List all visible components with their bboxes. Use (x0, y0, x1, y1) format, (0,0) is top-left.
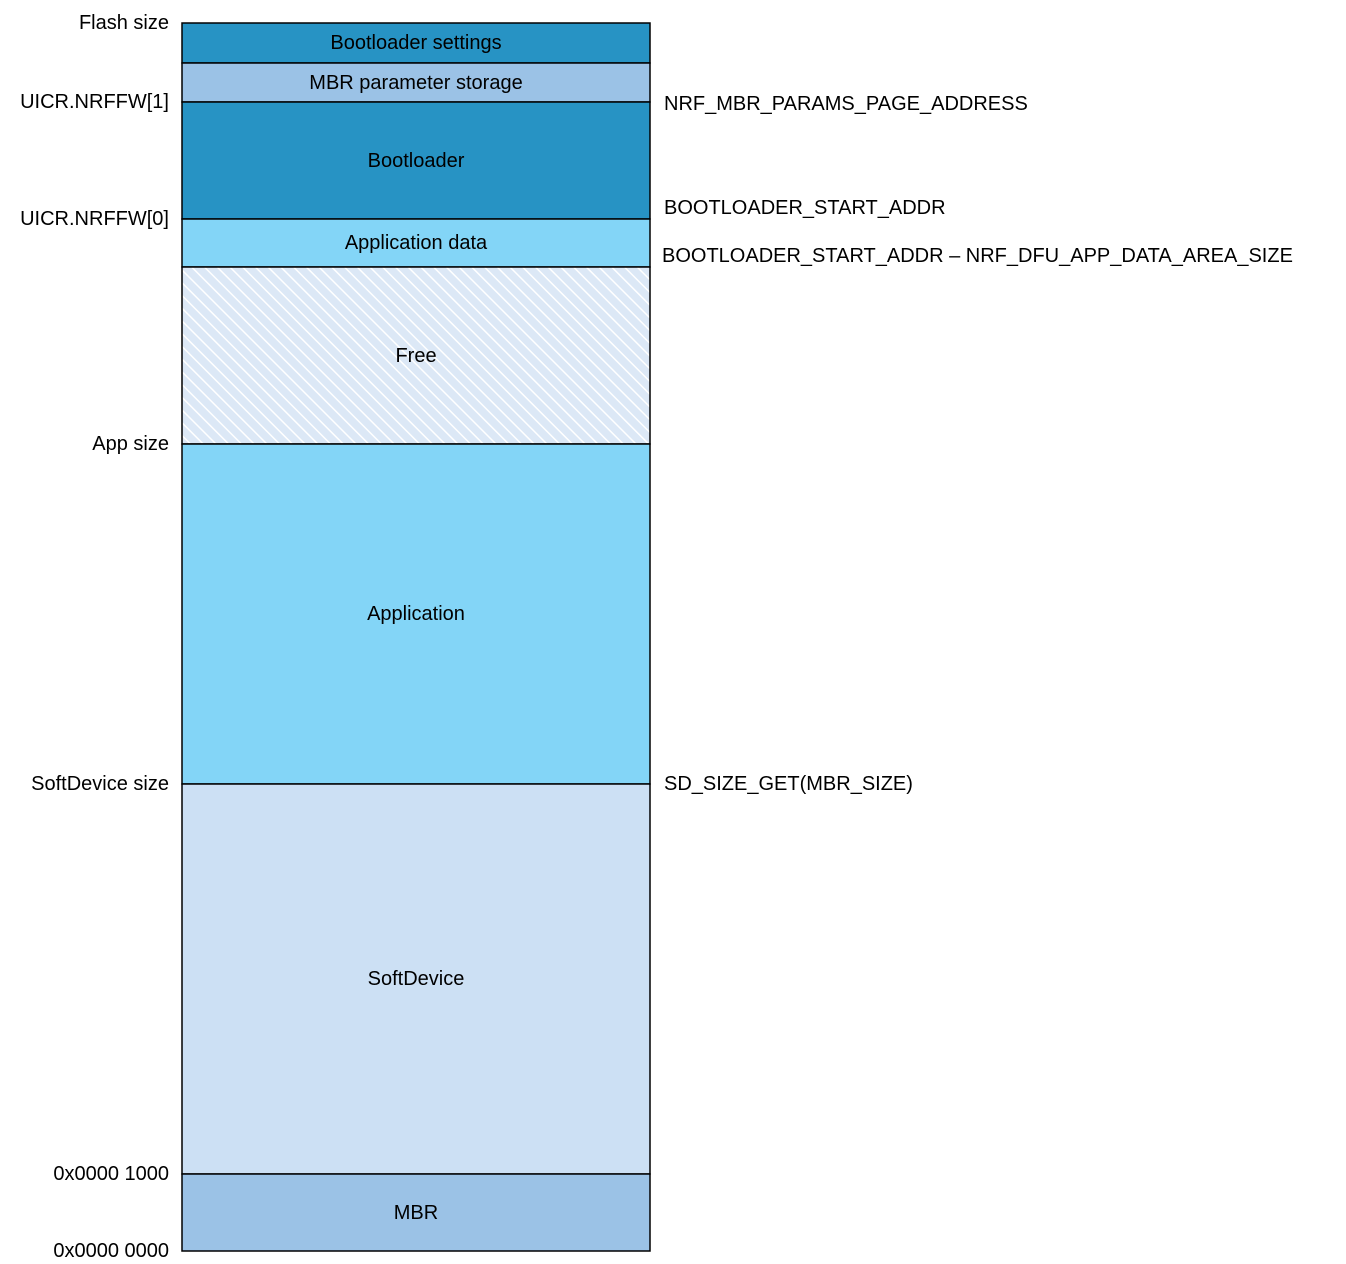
segment-application: Application (181, 443, 651, 785)
left-label-app-size: App size (92, 433, 169, 455)
left-label-addr-0x00001000: 0x0000 1000 (53, 1163, 169, 1185)
left-label-softdevice-size: SoftDevice size (31, 773, 169, 795)
left-label-flash-size: Flash size (79, 12, 169, 34)
left-label-addr-0x00000000: 0x0000 0000 (53, 1240, 169, 1262)
segment-mbr-parameter-storage-block (181, 62, 651, 103)
segment-application-data-block (181, 218, 651, 268)
segment-bootloader: Bootloader (181, 101, 651, 220)
segment-bootloader-settings: Bootloader settings (181, 22, 651, 64)
segment-mbr-parameter-storage: MBR parameter storage (181, 62, 651, 103)
right-label-app-data-start: BOOTLOADER_START_ADDR – NRF_DFU_APP_DATA… (662, 245, 1293, 267)
right-label-mbr-params-page-address: NRF_MBR_PARAMS_PAGE_ADDRESS (664, 93, 1028, 115)
segment-free-label: Free (395, 345, 436, 367)
segment-softdevice: SoftDevice (181, 783, 651, 1175)
left-label-uicr-nrffw-0: UICR.NRFFW[0] (20, 208, 169, 230)
segment-application-label: Application (367, 603, 465, 625)
segment-free: Free (181, 266, 651, 445)
segment-mbr-block (181, 1173, 651, 1252)
segment-bootloader-settings-block (181, 22, 651, 64)
segment-bootloader-label: Bootloader (368, 150, 465, 172)
segment-application-data: Application data (181, 218, 651, 268)
segment-bootloader-block (181, 101, 651, 220)
segment-bootloader-settings-label: Bootloader settings (330, 32, 501, 54)
segment-mbr: MBR (181, 1173, 651, 1252)
segment-mbr-label: MBR (394, 1202, 438, 1224)
right-label-sd-size-get: SD_SIZE_GET(MBR_SIZE) (664, 773, 913, 795)
segment-softdevice-label: SoftDevice (368, 968, 465, 990)
left-label-uicr-nrffw-1: UICR.NRFFW[1] (20, 91, 169, 113)
segment-softdevice-block (181, 783, 651, 1175)
segment-mbr-parameter-storage-label: MBR parameter storage (309, 72, 522, 94)
segment-application-data-label: Application data (345, 232, 488, 254)
segment-free-block (181, 266, 651, 445)
right-label-bootloader-start-addr: BOOTLOADER_START_ADDR (664, 197, 946, 219)
segment-application-block (181, 443, 651, 785)
